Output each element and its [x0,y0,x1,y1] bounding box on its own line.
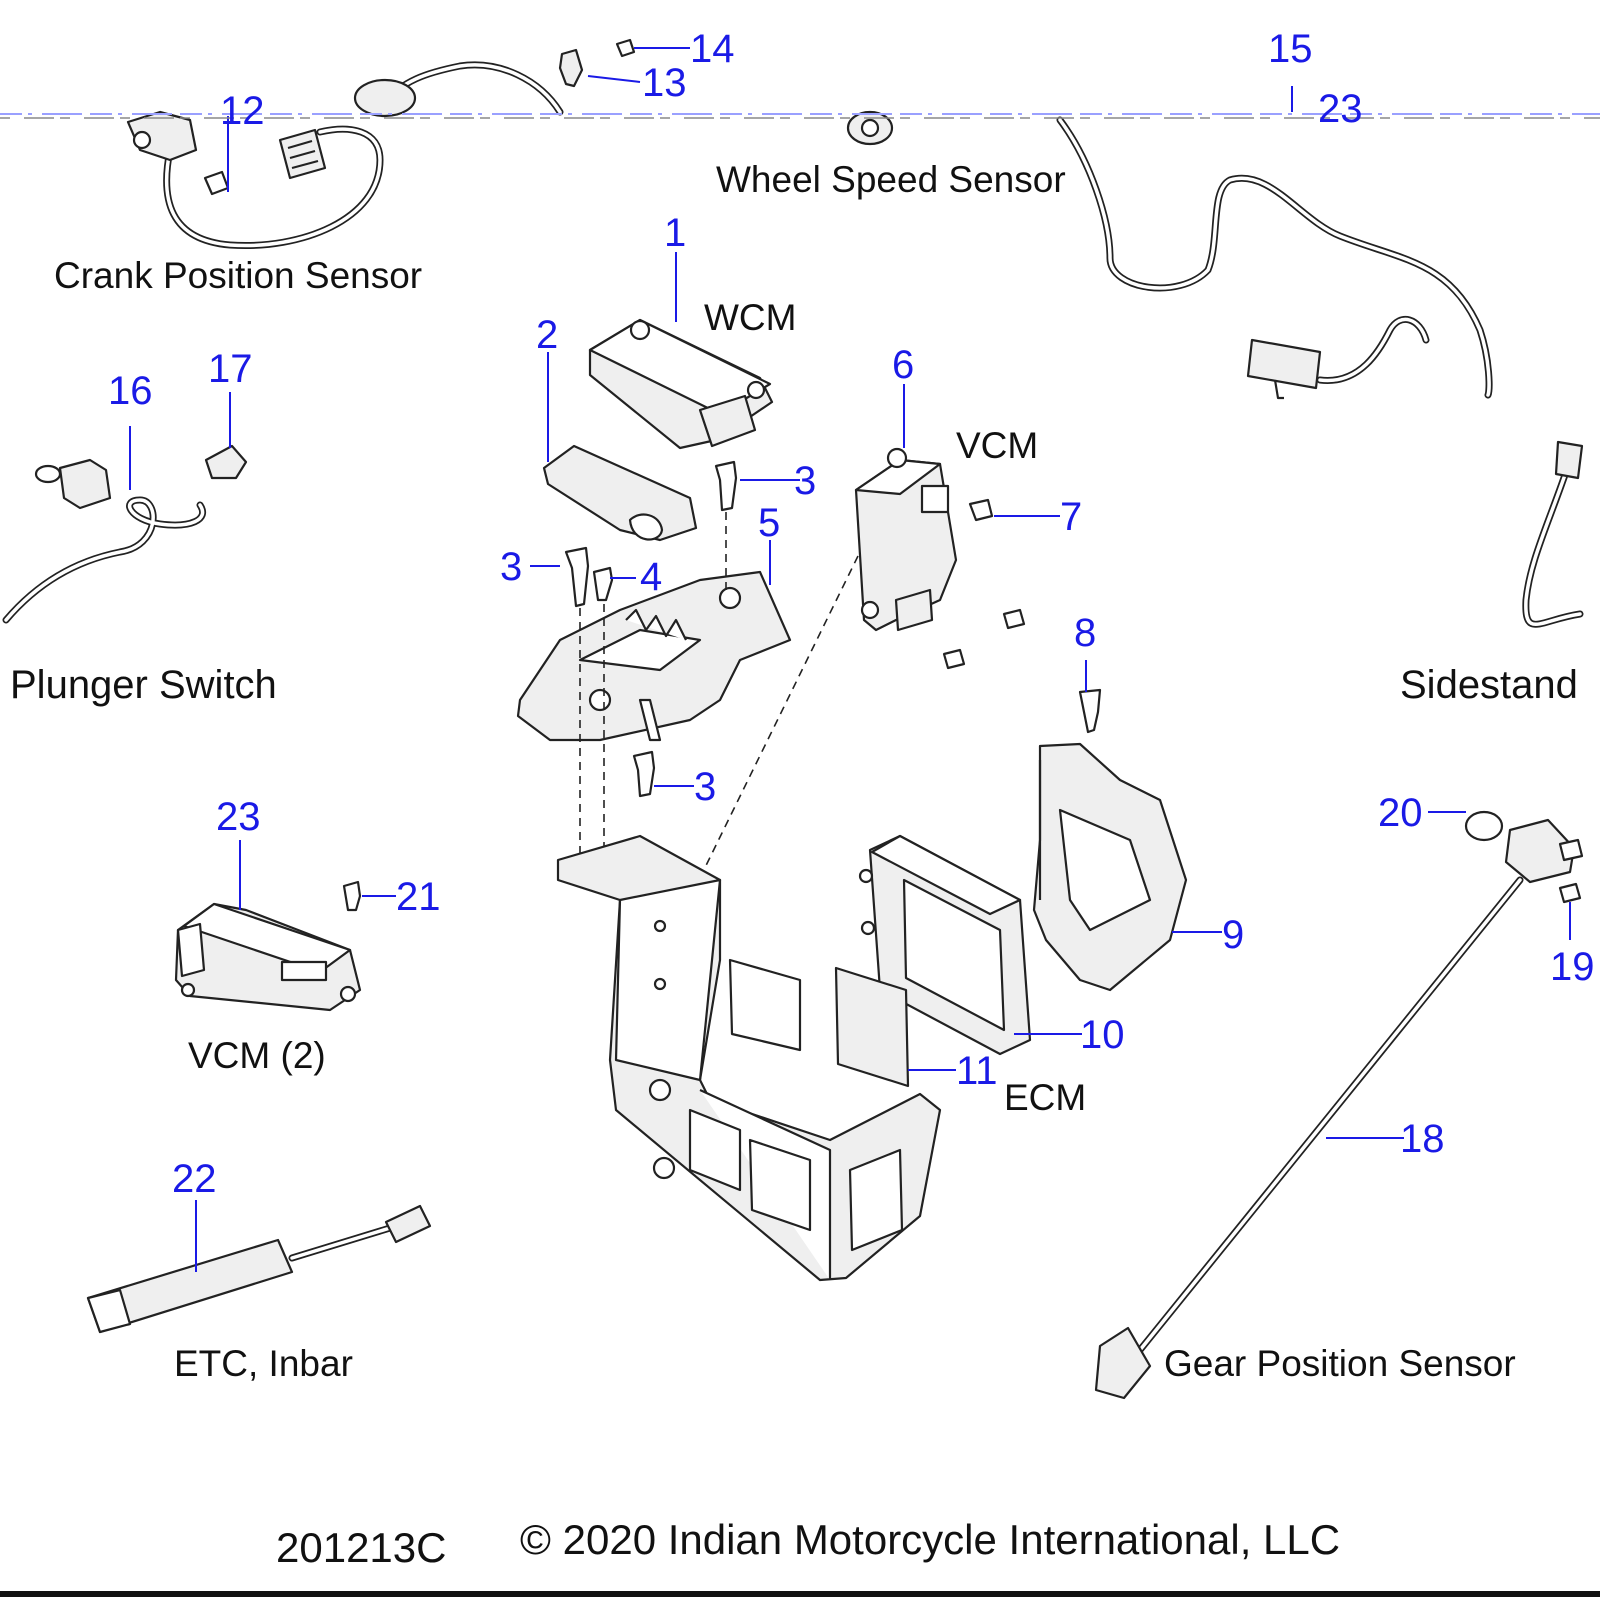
callout-12: 12 [220,89,265,133]
callout-15: 15 [1268,27,1313,71]
footer: 201213C © 2020 Indian Motorcycle Interna… [0,1516,1600,1597]
callout-10: 10 [1080,1013,1125,1057]
wcm-bracket [542,444,698,542]
callout-numbers: 1 2 3 3 3 4 5 6 7 8 9 10 11 12 13 14 15 … [108,27,1595,1201]
etc-inbar [86,1204,432,1334]
callout-18: 18 [1400,1117,1445,1161]
callout-21: 21 [396,875,441,919]
scan-artifact-band [0,113,1600,119]
sidestand-switch [1522,440,1584,628]
drawing-number: 201213C [276,1524,446,1571]
callout-3b: 3 [500,545,522,589]
leader-lines [129,47,1571,1272]
callout-19: 19 [1550,945,1595,989]
label-plunger-switch: Plunger Switch [10,663,277,707]
callout-14: 14 [690,27,735,71]
callout-17: 17 [208,347,253,391]
callout-20: 20 [1378,791,1423,835]
ecm-module [858,834,1032,1056]
part-labels: Wheel Speed Sensor Crank Position Sensor… [10,159,1578,1384]
callout-7: 7 [1060,495,1082,539]
gear-position-sensor [1094,810,1584,1400]
label-crank-position-sensor: Crank Position Sensor [54,255,422,296]
callout-16: 16 [108,369,153,413]
label-vcm: VCM [956,425,1038,466]
callout-22: 22 [172,1157,217,1201]
vcm-module [854,447,1102,734]
screws-3-4 [564,460,859,896]
callout-5: 5 [758,501,780,545]
callout-3c: 3 [694,765,716,809]
callout-3a: 3 [794,459,816,503]
label-etc-inbar: ETC, Inbar [174,1343,353,1384]
label-vcm-2: VCM (2) [188,1035,326,1076]
callout-23a: 23 [216,795,261,839]
copyright-notice: © 2020 Indian Motorcycle International, … [520,1516,1340,1563]
vcm-2-module [174,880,362,1012]
label-gear-position-sensor: Gear Position Sensor [1164,1343,1516,1384]
main-bracket [556,834,942,1282]
label-sidestand: Sidestand [1400,663,1578,707]
label-wcm: WCM [704,297,796,338]
callout-1: 1 [664,211,686,255]
thermal-pad [834,966,910,1088]
callout-4: 4 [640,555,662,599]
callout-6: 6 [892,343,914,387]
callout-8: 8 [1074,611,1096,655]
callout-9: 9 [1222,913,1244,957]
wcm-module [588,318,774,450]
harness-15 [1056,116,1493,400]
label-ecm: ECM [1004,1077,1086,1118]
label-wheel-speed-sensor: Wheel Speed Sensor [716,159,1066,200]
callout-11: 11 [956,1049,998,1093]
ecm-holder [1032,742,1188,992]
callout-23b: 23 [1318,87,1363,131]
crank-position-sensor-assembly [126,110,384,250]
mounting-tray [516,570,792,742]
wheel-speed-sensor-assembly [353,38,894,146]
callout-2: 2 [536,313,558,357]
callout-13: 13 [642,61,687,105]
plunger-switch-assembly [2,444,248,624]
